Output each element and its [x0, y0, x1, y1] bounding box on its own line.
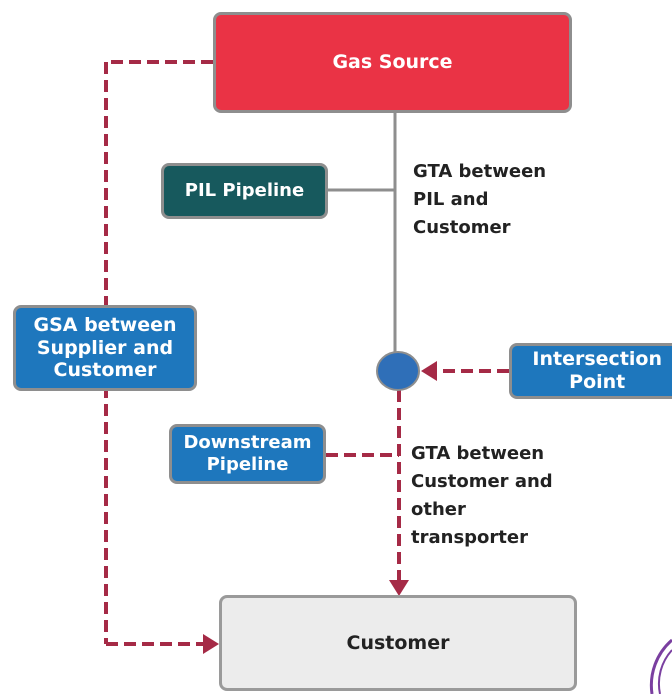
junction-circle [376, 351, 420, 391]
gas-source-label: Gas Source [332, 51, 453, 74]
arrow-to-customer-left [203, 634, 219, 654]
decorative-arc [649, 638, 672, 694]
gsa-label-line-1: GSA between [33, 313, 177, 336]
gta-other-line-1: GTA between [411, 443, 545, 464]
downstream-pipeline-label: Downstream Pipeline [183, 432, 311, 475]
gta-other-line-2: Customer and [411, 471, 553, 492]
gsa-box: GSA between Supplier and Customer [13, 305, 197, 391]
downstream-pipeline-line-1: Downstream [183, 432, 312, 454]
gta-other-line-3: other [411, 499, 466, 520]
downstream-pipeline-box: Downstream Pipeline [169, 424, 326, 484]
intersection-point-line-1: Intersection [532, 348, 662, 371]
gta-pil-label: GTA between PIL and Customer [413, 158, 546, 242]
pil-pipeline-box: PIL Pipeline [161, 163, 328, 219]
gsa-label-line-3: Customer [53, 359, 157, 382]
gta-pil-line-2: PIL and [413, 189, 489, 210]
gta-other-label: GTA between Customer and other transport… [411, 440, 553, 552]
decorative-arc-inner [657, 649, 672, 694]
gta-pil-line-3: Customer [413, 217, 511, 238]
gta-other-line-4: transporter [411, 527, 528, 548]
pil-pipeline-label: PIL Pipeline [184, 180, 305, 202]
customer-box: Customer [219, 595, 577, 691]
arrow-to-junction [421, 361, 437, 381]
gsa-label-line-2: Supplier and [36, 336, 174, 359]
gta-pil-line-1: GTA between [413, 161, 547, 182]
intersection-point-box: Intersection Point [509, 343, 672, 399]
intersection-point-label: Intersection Point [532, 348, 662, 394]
gsa-label: GSA between Supplier and Customer [33, 314, 176, 382]
intersection-point-line-2: Point [569, 371, 626, 393]
downstream-pipeline-line-2: Pipeline [206, 454, 289, 475]
customer-label: Customer [346, 631, 450, 654]
gas-source-box: Gas Source [213, 12, 572, 113]
arrow-to-customer-top [389, 580, 409, 596]
